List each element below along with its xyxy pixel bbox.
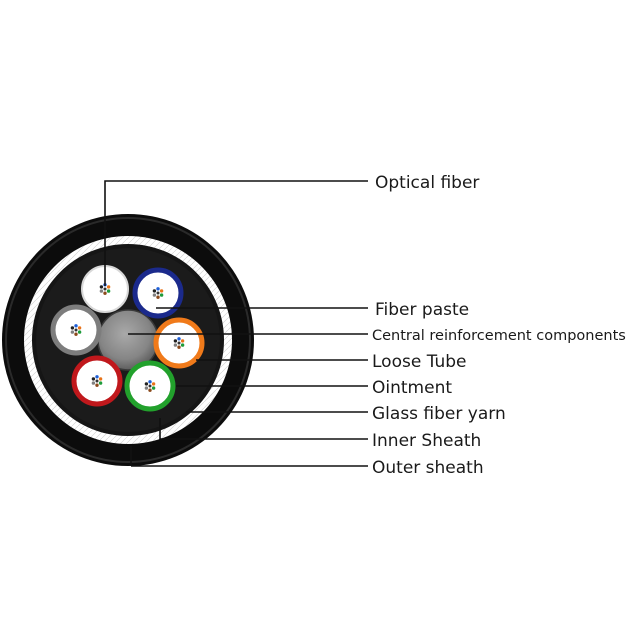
cable-cross-section — [2, 214, 254, 466]
optical-fiber-strand — [103, 287, 107, 291]
optical-fiber-strand — [177, 341, 181, 345]
optical-fiber-strand — [74, 328, 78, 332]
optical-fiber-strand — [98, 377, 103, 381]
label-inner-sheath: Inner Sheath — [372, 431, 481, 451]
optical-fiber-strand — [77, 326, 82, 330]
optical-fiber-strand — [152, 289, 157, 293]
label-outer-sheath: Outer sheath — [372, 458, 484, 478]
optical-fiber-strand — [177, 337, 181, 341]
optical-fiber-strand — [74, 324, 78, 328]
label-fiber-paste: Fiber paste — [375, 300, 469, 320]
optical-fiber-strand — [99, 289, 104, 293]
optical-fiber-strand — [103, 291, 107, 295]
optical-fiber-strand — [159, 289, 164, 293]
loose-tube-red — [71, 355, 123, 407]
optical-fiber-strand — [144, 386, 149, 390]
optical-fiber-strand — [144, 382, 149, 386]
optical-fiber-strand — [148, 388, 152, 392]
optical-fiber-strand — [98, 381, 103, 385]
outer-sheath-highlight — [5, 217, 251, 463]
optical-fiber-strand — [106, 285, 111, 289]
loose-tubes — [50, 265, 205, 412]
optical-fiber-strand — [148, 380, 152, 384]
optical-fiber-strand — [148, 384, 152, 388]
optical-fiber-strand — [173, 339, 178, 343]
label-ointment: Ointment — [372, 378, 452, 398]
optical-fiber-strand — [74, 332, 78, 336]
label-central-reinforcement: Central reinforcement components — [372, 328, 626, 344]
label-optical-fiber: Optical fiber — [375, 173, 479, 193]
optical-fiber-strand — [156, 295, 160, 299]
optical-fiber-strand — [95, 379, 99, 383]
optical-fiber-strand — [151, 382, 156, 386]
optical-fiber-strand — [106, 289, 111, 293]
optical-fiber-strand — [156, 291, 160, 295]
optical-fiber-strand — [151, 386, 156, 390]
optical-fiber-strand — [70, 330, 75, 334]
leader-optical-fiber — [104, 180, 368, 286]
optical-fiber-strand — [156, 287, 160, 291]
optical-fiber-strand — [95, 375, 99, 379]
label-loose-tube: Loose Tube — [372, 352, 467, 372]
optical-fiber-strand — [91, 377, 96, 381]
optical-fiber-strand — [70, 326, 75, 330]
loose-tube-orange — [153, 317, 205, 369]
loose-tube-green — [124, 360, 176, 412]
optical-fiber-strand — [77, 330, 82, 334]
optical-fiber-strand — [173, 343, 178, 347]
optical-fiber-strand — [99, 285, 104, 289]
label-glass-fiber-yarn: Glass fiber yarn — [372, 404, 506, 424]
optical-fiber-strand — [180, 343, 185, 347]
optical-fiber-strand — [159, 293, 164, 297]
leader-inner-sheath — [159, 418, 368, 440]
optical-fiber-strand — [91, 381, 96, 385]
optical-fiber-strand — [180, 339, 185, 343]
labels: Optical fiber Fiber paste Central reinfo… — [372, 173, 626, 478]
loose-tube-blue — [132, 267, 184, 319]
loose-tube-gray — [50, 304, 102, 356]
optical-fiber-strand — [152, 293, 157, 297]
optical-fiber-strand — [177, 345, 181, 349]
optical-fiber-strand — [95, 383, 99, 387]
leader-lines — [104, 180, 368, 467]
